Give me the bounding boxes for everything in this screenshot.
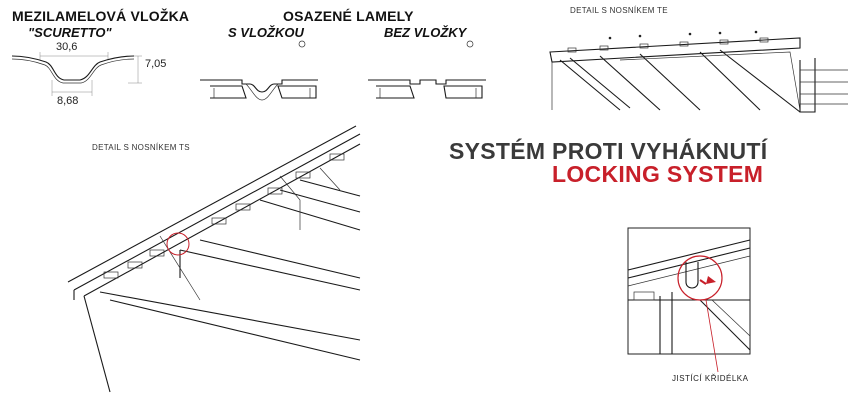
profile-title: MEZILAMELOVÁ VLOŽKA <box>12 8 190 24</box>
detail-ts-label: DETAIL S NOSNÍKEM TS <box>92 143 190 152</box>
with-insert-label: S VLOŽKOU <box>228 25 304 40</box>
system-title-cz: SYSTÉM PROTI VYHÁKNUTÍ <box>449 138 768 164</box>
locking-detail-caption: JISTÍCÍ KŘIDÉLKA <box>672 374 749 383</box>
system-title-en: LOCKING SYSTEM <box>552 161 764 187</box>
dim-top-label: 30,6 <box>56 41 78 53</box>
profile-subtitle: "SCURETTO" <box>28 25 112 40</box>
mounted-title: OSAZENÉ LAMELY <box>283 8 414 24</box>
without-insert-label: BEZ VLOŽKY <box>384 25 467 40</box>
dim-bottom-label: 8,68 <box>57 95 79 107</box>
detail-te-label: DETAIL S NOSNÍKEM TE <box>570 6 668 15</box>
dim-height-label: 7,05 <box>145 58 167 70</box>
